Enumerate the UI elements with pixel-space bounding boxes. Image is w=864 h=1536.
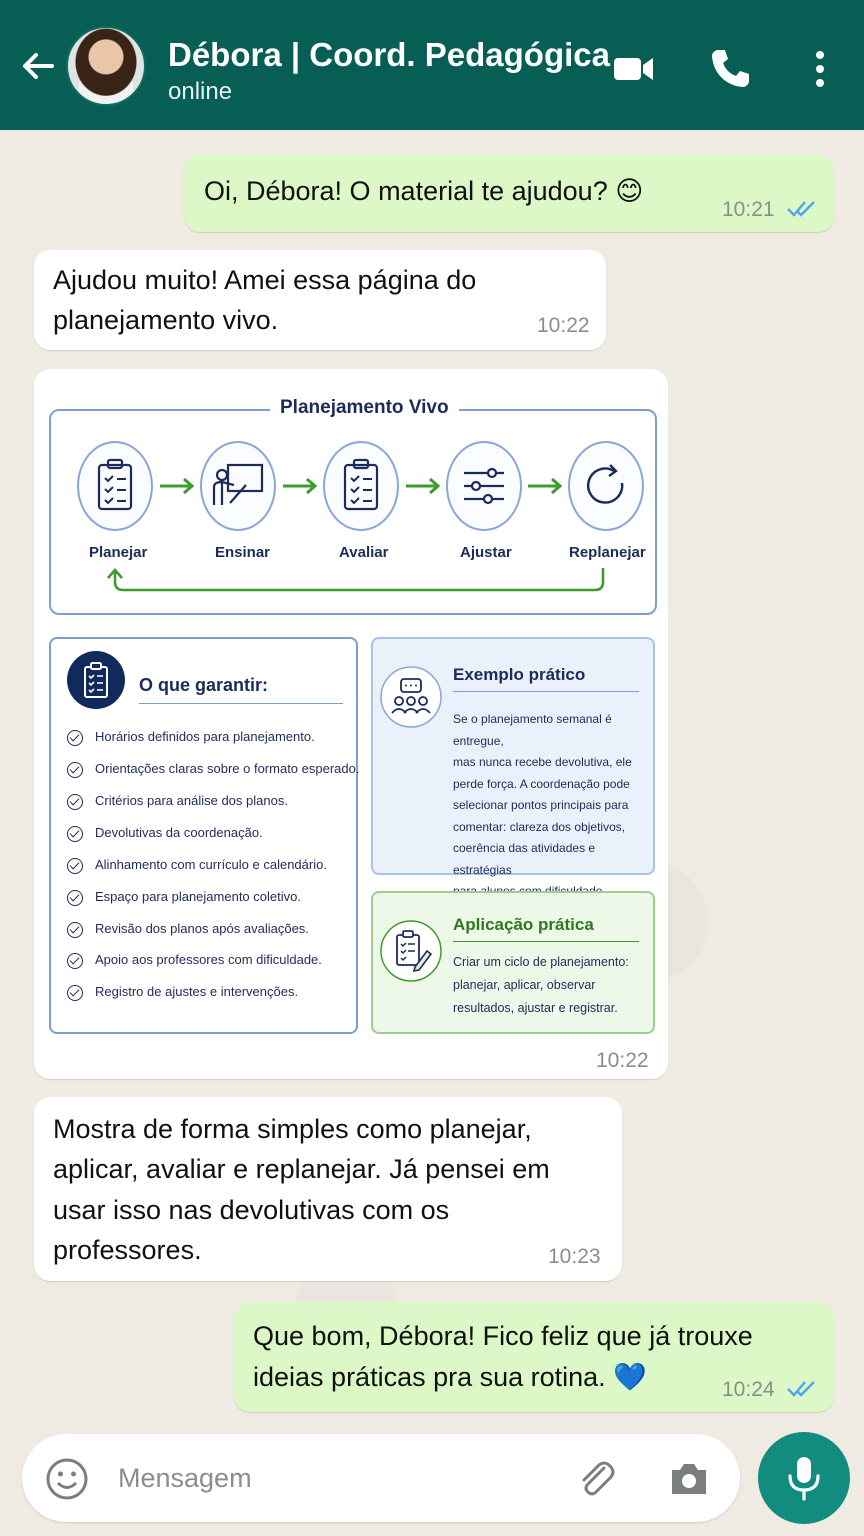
message-text-line: ideias práticas pra sua rotina. 💙	[253, 1362, 647, 1392]
more-vert-icon[interactable]	[798, 46, 842, 90]
step-label: Avaliar	[339, 544, 389, 561]
clipboard-icon	[97, 458, 133, 511]
message-text-line: aplicar, avaliar e replanejar. Já pensei…	[53, 1154, 550, 1184]
contact-status: online	[168, 78, 233, 105]
check-circle-icon	[67, 857, 83, 874]
message-text-line: professores.	[53, 1235, 202, 1265]
check-circle-icon	[67, 921, 83, 938]
check-circle-icon	[67, 984, 83, 1001]
arrow-right-icon	[160, 477, 195, 495]
message-text-line: planejamento vivo.	[53, 305, 279, 335]
arrow-right-icon	[283, 477, 318, 495]
checklist-item: Revisão dos planos após avaliações.	[67, 921, 309, 945]
step-planejar	[77, 441, 153, 531]
message-text-line: Que bom, Débora! Fico feliz que já troux…	[253, 1321, 753, 1351]
guarantee-title: O que garantir:	[139, 675, 269, 695]
step-label: Ensinar	[215, 544, 271, 561]
camera-icon[interactable]	[666, 1456, 712, 1502]
phone-icon[interactable]	[708, 46, 752, 90]
message-text-line: Mostra de forma simples como planejar,	[53, 1114, 532, 1144]
application-title: Aplicação prática	[453, 915, 594, 934]
check-circle-icon	[67, 889, 83, 906]
divider	[139, 703, 343, 704]
step-label: Planejar	[89, 544, 148, 561]
checklist-item: Registro de ajustes e intervenções.	[67, 984, 298, 1008]
guarantee-box: O que garantir: Horários definidos para …	[49, 637, 359, 1034]
avatar[interactable]	[66, 26, 146, 106]
contact-name[interactable]: Débora | Coord. Pedagógica	[168, 36, 610, 73]
message-time: 10:22	[596, 1049, 649, 1072]
return-arrow-icon	[107, 568, 605, 592]
message-time: 10:23	[548, 1245, 601, 1268]
emoji-icon[interactable]	[44, 1456, 90, 1502]
arrow-right-icon	[406, 477, 441, 495]
message-bubble-outgoing[interactable]: Que bom, Débora! Fico feliz que já troux…	[234, 1302, 834, 1412]
message-input[interactable]	[118, 1456, 558, 1500]
card-title: Planejamento Vivo	[270, 397, 459, 419]
check-circle-icon	[67, 825, 83, 842]
message-text: Oi, Débora! O material te ajudou? 😊	[204, 176, 644, 206]
read-ticks-icon	[787, 201, 815, 217]
step-ajustar	[446, 441, 522, 531]
clipboard-pen-icon	[380, 920, 442, 982]
example-text: Se o planejamento semanal é entregue, ma…	[453, 712, 632, 898]
step-label: Ajustar	[460, 544, 512, 561]
checklist-item: Espaço para planejamento coletivo.	[67, 889, 301, 913]
group-chat-icon	[380, 666, 442, 728]
message-time: 10:24	[722, 1378, 775, 1401]
clipboard-check-icon	[343, 458, 379, 511]
cycle-diagram: Planejar Ensinar Avaliar Ajustar Replane…	[49, 409, 657, 615]
example-box: Exemplo prático Se o planejamento semana…	[371, 637, 655, 898]
video-call-icon[interactable]	[612, 46, 656, 90]
message-bubble-incoming[interactable]: Mostra de forma simples como planejar, a…	[34, 1097, 622, 1281]
checklist-item: Orientações claras sobre o formato esper…	[67, 761, 359, 785]
application-box: Aplicação prática Criar um ciclo de plan…	[371, 891, 655, 1034]
message-bubble-incoming[interactable]: Ajudou muito! Amei essa página do planej…	[34, 250, 606, 350]
mic-icon	[788, 1457, 820, 1501]
read-ticks-icon	[787, 1381, 815, 1397]
chat-header: Débora | Coord. Pedagógica online	[0, 0, 864, 130]
image-message[interactable]: Planejar Ensinar Avaliar Ajustar Replane…	[34, 369, 668, 1079]
message-bubble-outgoing[interactable]: Oi, Débora! O material te ajudou? 😊 10:2…	[184, 154, 834, 232]
clipboard-list-icon	[67, 651, 125, 709]
mic-button[interactable]	[758, 1432, 850, 1524]
message-text-line: usar isso nas devolutivas com os	[53, 1195, 450, 1225]
check-circle-icon	[67, 952, 83, 969]
sliders-icon	[464, 467, 504, 505]
message-time: 10:22	[537, 314, 590, 337]
example-title: Exemplo prático	[453, 665, 586, 684]
divider	[453, 941, 639, 942]
application-text: Criar um ciclo de planejamento: planejar…	[453, 955, 629, 1015]
checklist-item: Apoio aos professores com dificuldade.	[67, 952, 322, 976]
checklist-item: Alinhamento com currículo e calendário.	[67, 857, 327, 881]
check-circle-icon	[67, 761, 83, 778]
refresh-icon	[587, 464, 624, 504]
step-avaliar	[323, 441, 399, 531]
arrow-right-icon	[528, 477, 563, 495]
divider	[453, 691, 639, 692]
attach-icon[interactable]	[574, 1456, 620, 1502]
step-label: Replanejar	[569, 544, 646, 561]
message-text-line: Ajudou muito! Amei essa página do	[53, 265, 477, 295]
step-replanejar	[568, 441, 644, 531]
step-ensinar	[200, 441, 276, 531]
teacher-board-icon	[212, 463, 264, 505]
checklist-item: Devolutivas da coordenação.	[67, 825, 263, 849]
checklist-item: Horários definidos para planejamento.	[67, 729, 315, 753]
message-time: 10:21	[722, 198, 775, 221]
check-circle-icon	[67, 729, 83, 746]
check-circle-icon	[67, 793, 83, 810]
back-arrow-icon[interactable]	[18, 46, 58, 86]
checklist-item: Critérios para análise dos planos.	[67, 793, 288, 817]
message-composer	[22, 1434, 740, 1522]
